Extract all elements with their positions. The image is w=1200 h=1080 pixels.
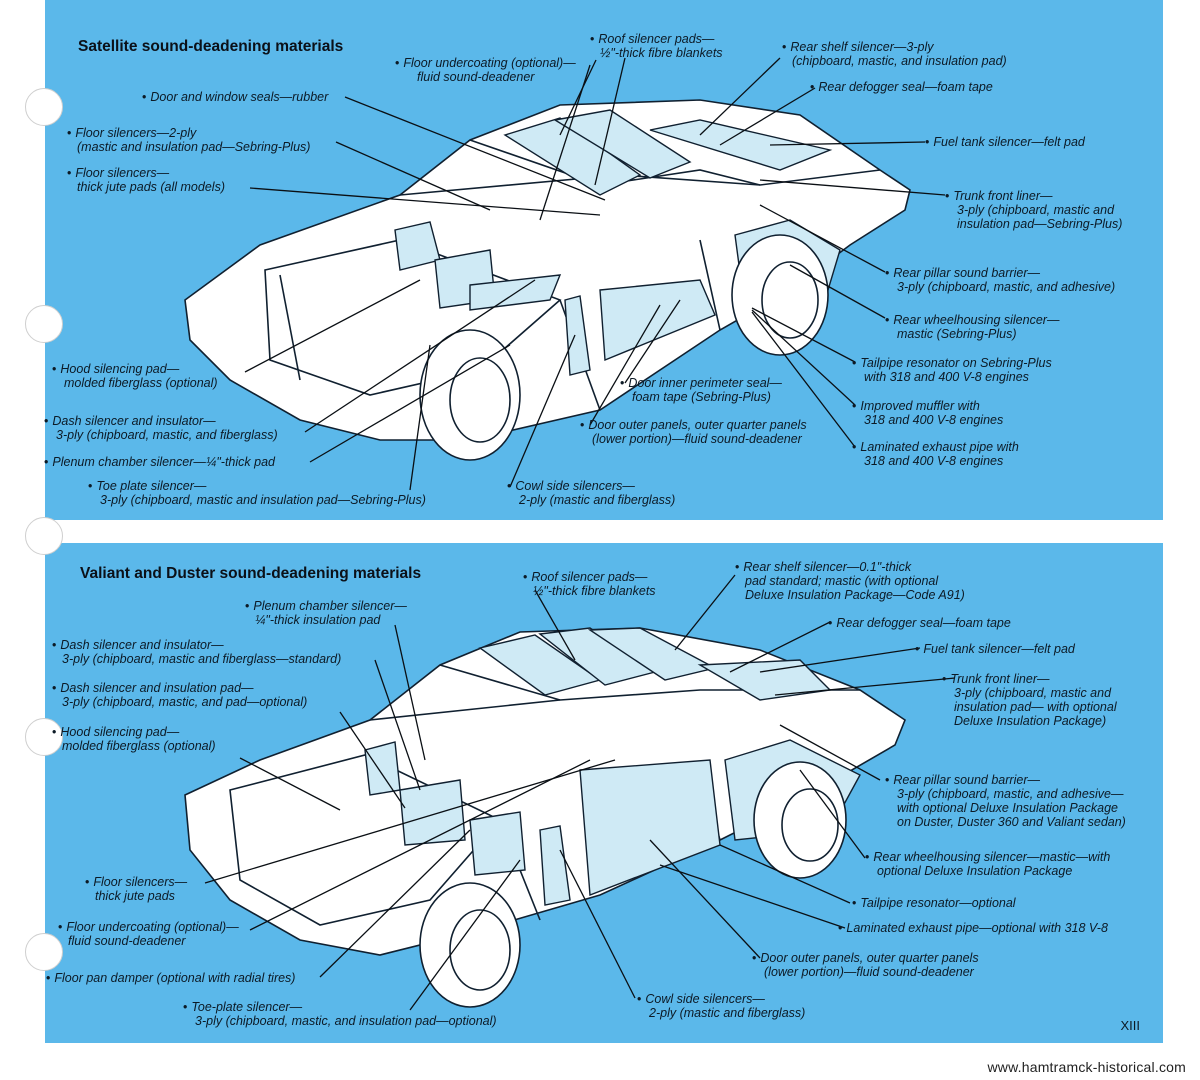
label-roof-silencer: •Roof silencer pads— ½"-thick fibre blan…: [590, 32, 723, 60]
label-rear-defogger: •Rear defogger seal—foam tape: [810, 80, 993, 94]
label-plenum: •Plenum chamber silencer— ¼"-thick insul…: [245, 599, 407, 627]
label-floor-undercoating: •Floor undercoating (optional)— fluid so…: [58, 920, 239, 948]
label-tailpipe-resonator: •Tailpipe resonator on Sebring-Plus with…: [852, 356, 1052, 384]
label-cowl-side: •Cowl side silencers— 2-ply (mastic and …: [637, 992, 806, 1020]
label-rear-wheelhousing: •Rear wheelhousing silencer— mastic (Seb…: [885, 313, 1060, 341]
binder-hole: [25, 517, 63, 555]
label-toe-plate: •Toe-plate silencer— 3-ply (chipboard, m…: [183, 1000, 497, 1028]
label-trunk-front-liner: •Trunk front liner— 3-ply (chipboard, ma…: [942, 672, 1117, 728]
label-floor-silencers-jute: •Floor silencers— thick jute pads (all m…: [67, 166, 225, 194]
label-floor-silencers-2ply: •Floor silencers—2-ply (mastic and insul…: [67, 126, 311, 154]
label-hood-pad: •Hood silencing pad— molded fiberglass (…: [52, 725, 216, 753]
binder-hole: [25, 718, 63, 756]
label-hood-pad: •Hood silencing pad— molded fiberglass (…: [52, 362, 218, 390]
binder-hole: [25, 305, 63, 343]
label-plenum: •Plenum chamber silencer—¼"-thick pad: [44, 455, 275, 469]
label-dash-silencer: •Dash silencer and insulator— 3-ply (chi…: [52, 638, 342, 666]
label-door-inner: •Door inner perimeter seal— foam tape (S…: [620, 376, 782, 404]
label-floor-silencers: •Floor silencers— thick jute pads: [85, 875, 188, 903]
label-cowl-side: •Cowl side silencers— 2-ply (mastic and …: [507, 479, 676, 507]
label-laminated-exhaust: •Laminated exhaust pipe with 318 and 400…: [852, 440, 1019, 468]
label-rear-shelf: •Rear shelf silencer—3-ply (chipboard, m…: [782, 40, 1007, 68]
label-door-outer: •Door outer panels, outer quarter panels…: [752, 951, 979, 979]
label-dash-silencer: •Dash silencer and insulator— 3-ply (chi…: [44, 414, 278, 442]
binder-hole: [25, 933, 63, 971]
label-laminated-exhaust: •Laminated exhaust pipe—optional with 31…: [838, 921, 1108, 935]
label-dash-insulation-pad: •Dash silencer and insulation pad— 3-ply…: [52, 681, 308, 709]
label-toe-plate: •Toe plate silencer— 3-ply (chipboard, m…: [88, 479, 426, 507]
label-door-window-seals: •Door and window seals—rubber: [142, 90, 329, 104]
page-number: XIII: [1120, 1018, 1140, 1033]
satellite-title: Satellite sound-deadening materials: [78, 38, 344, 55]
label-tailpipe-resonator: •Tailpipe resonator—optional: [852, 896, 1016, 910]
label-rear-wheelhousing: •Rear wheelhousing silencer—mastic—with …: [865, 850, 1111, 878]
label-trunk-front-liner: •Trunk front liner— 3-ply (chipboard, ma…: [945, 189, 1123, 231]
satellite-leader-lines: [244, 57, 946, 491]
label-rear-pillar: •Rear pillar sound barrier— 3-ply (chipb…: [885, 773, 1126, 829]
label-improved-muffler: •Improved muffler with 318 and 400 V-8 e…: [852, 399, 1004, 427]
label-fuel-tank: •Fuel tank silencer—felt pad: [915, 642, 1075, 656]
label-roof-silencer: •Roof silencer pads— ½"-thick fibre blan…: [523, 570, 656, 598]
label-fuel-tank: •Fuel tank silencer—felt pad: [925, 135, 1085, 149]
valiant-duster-leader-lines: [204, 574, 956, 1011]
valiant-duster-car-illustration: [184, 627, 906, 1008]
binder-hole: [25, 88, 63, 126]
label-rear-shelf: •Rear shelf silencer—0.1"-thick pad stan…: [735, 560, 965, 602]
label-rear-pillar: •Rear pillar sound barrier— 3-ply (chipb…: [885, 266, 1116, 294]
valiant-duster-title: Valiant and Duster sound-deadening mater…: [80, 565, 422, 582]
satellite-car-illustration: [184, 99, 911, 461]
source-watermark: www.hamtramck-historical.com: [987, 1059, 1186, 1075]
label-door-outer: •Door outer panels, outer quarter panels…: [580, 418, 807, 446]
label-rear-defogger: •Rear defogger seal—foam tape: [828, 616, 1011, 630]
label-floor-undercoating: •Floor undercoating (optional)— fluid so…: [395, 56, 576, 84]
label-floor-pan-damper: •Floor pan damper (optional with radial …: [46, 971, 296, 985]
